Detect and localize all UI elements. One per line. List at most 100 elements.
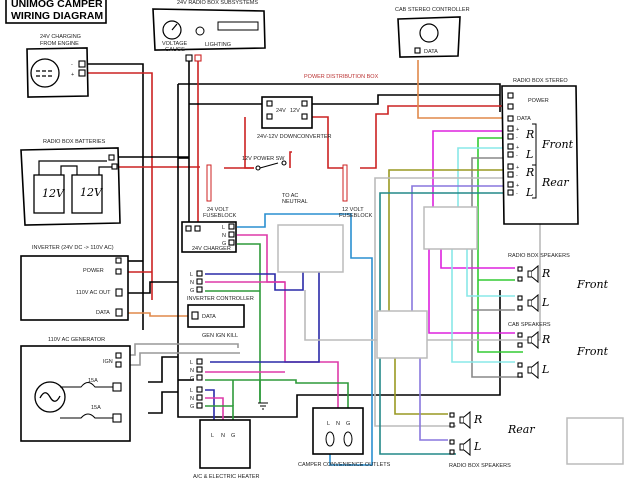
stereo-speaker-polarity: + — [516, 145, 519, 151]
radio-front-group-label: Front — [576, 278, 609, 291]
lng-terminal[interactable] — [228, 239, 235, 246]
stereo-speaker-terminal[interactable] — [507, 143, 514, 150]
lng-terminal[interactable] — [196, 366, 203, 373]
inverter-acout-plug[interactable] — [115, 288, 123, 297]
lng-terminal[interactable] — [196, 374, 203, 381]
subsystems-pos-terminal[interactable] — [194, 54, 202, 62]
to-ac-label-2: NEUTRAL — [282, 199, 308, 205]
stereo-speaker-terminal[interactable] — [507, 189, 514, 196]
lng-terminal[interactable] — [196, 278, 203, 285]
generator-outlet-1[interactable] — [112, 382, 122, 392]
stereo-speaker-terminal[interactable] — [507, 151, 514, 158]
speaker-cone — [531, 264, 539, 284]
charger-neg[interactable] — [185, 225, 192, 232]
batteries-pos-terminal[interactable] — [111, 163, 118, 170]
relay-legend — [566, 417, 624, 465]
outlet-socket-2[interactable] — [343, 431, 353, 447]
cab-controller-data-terminal[interactable] — [414, 47, 421, 54]
stereo-data-label: DATA — [517, 116, 531, 122]
stereo-data-terminal[interactable] — [507, 115, 514, 122]
distribution-label: POWER DISTRIBUTION BOX — [304, 74, 379, 80]
lng-terminal[interactable] — [196, 386, 203, 393]
charger-pos[interactable] — [194, 225, 201, 232]
speaker-pos-terminal[interactable] — [449, 439, 455, 445]
speaker-pos-terminal[interactable] — [517, 362, 523, 368]
charging-label-1: 24V CHARGING — [40, 34, 81, 40]
inverter-controller-data-terminal[interactable] — [191, 311, 199, 320]
speaker-neg-terminal[interactable] — [449, 449, 455, 455]
battery-pos-lead — [98, 166, 112, 175]
stereo-speaker-terminal[interactable] — [507, 125, 514, 132]
generator-ign-1[interactable] — [115, 352, 122, 359]
switch-contact-1[interactable] — [255, 165, 261, 171]
generator-outlet-2[interactable] — [112, 413, 122, 423]
charging-label-2: FROM ENGINE — [40, 41, 79, 47]
to-ac-label-1: TO AC — [282, 193, 298, 199]
lng-terminal[interactable] — [228, 223, 235, 230]
speaker-pos-terminal[interactable] — [517, 332, 523, 338]
lng-terminal[interactable] — [196, 394, 203, 401]
dc-out-neg[interactable] — [301, 100, 308, 107]
speaker-neg-terminal[interactable] — [449, 422, 455, 428]
stereo-front-label: Front — [541, 138, 574, 151]
inverter-data-terminal[interactable] — [115, 308, 123, 317]
speaker-neg-terminal[interactable] — [517, 276, 523, 282]
title-block: UNIMOG CAMPER WIRING DIAGRAM — [5, 0, 107, 24]
stereo-power-neg-terminal[interactable] — [507, 92, 514, 99]
dc-out-label: 12V — [290, 108, 300, 114]
rear-group-label: Rear — [507, 423, 535, 436]
charging-pos-terminal[interactable] — [78, 69, 86, 77]
power-switch-label: 12V POWER SW — [242, 156, 285, 162]
wire-inv-line — [205, 260, 304, 291]
lng-terminal[interactable] — [196, 270, 203, 277]
speaker-neg-terminal[interactable] — [517, 372, 523, 378]
inverter-pos-terminal[interactable] — [115, 268, 122, 275]
wire-front-r-pos — [432, 130, 515, 220]
wire-dist-top — [178, 83, 501, 112]
inverter-neg-terminal[interactable] — [115, 257, 122, 264]
stereo-front-l: L — [525, 148, 533, 161]
stereo-speaker-polarity: - — [516, 173, 518, 179]
dc-in-pos[interactable] — [266, 113, 273, 120]
stereo-brackets — [532, 123, 537, 199]
battery-jumpers — [38, 160, 107, 175]
wire-gen-l2 — [148, 391, 178, 414]
stereo-speaker-terminal[interactable] — [507, 171, 514, 178]
generator-ign-2[interactable] — [115, 361, 122, 368]
speaker-neg-terminal[interactable] — [517, 342, 523, 348]
lng-label: N — [222, 233, 226, 239]
stereo-power-pos-terminal[interactable] — [507, 103, 514, 110]
fuse12-label-1: 12 VOLT — [342, 207, 364, 213]
lng-label: N — [190, 368, 194, 374]
switch-lever[interactable] — [259, 162, 279, 169]
lng-label: G — [190, 288, 194, 294]
speaker-neg-terminal[interactable] — [517, 305, 523, 311]
dc-out-pos[interactable] — [301, 113, 308, 120]
dc-in-neg[interactable] — [266, 100, 273, 107]
stereo-speaker-terminal[interactable] — [507, 181, 514, 188]
lng-terminal[interactable] — [196, 286, 203, 293]
radio-box-subsystems: 24V RADIO BOX SUBSYSTEMS VOLTAGE GAUGE L… — [152, 0, 266, 62]
lighting-label: LIGHTING — [205, 42, 231, 48]
switch-contact-2[interactable] — [281, 160, 287, 166]
inverter: INVERTER (24V DC -> 110V AC) POWER 110V … — [20, 245, 129, 321]
speaker-pos-terminal[interactable] — [517, 266, 523, 272]
lng-terminal[interactable] — [196, 402, 203, 409]
stereo-speaker-terminal[interactable] — [507, 163, 514, 170]
speaker-pos-terminal[interactable] — [517, 295, 523, 301]
batteries-neg-terminal[interactable] — [108, 154, 115, 161]
lng-terminal[interactable] — [228, 231, 235, 238]
speaker-cone — [463, 437, 471, 457]
lamp-icon — [195, 26, 205, 36]
subsystems-neg-terminal[interactable] — [185, 54, 193, 62]
wire-rear-r-neg — [374, 177, 515, 427]
charging-neg-terminal[interactable] — [78, 60, 86, 68]
wire-gen-line — [210, 260, 320, 363]
wire-front-l-pos — [457, 147, 515, 220]
speaker-pos-terminal[interactable] — [449, 412, 455, 418]
outlet-socket-1[interactable] — [325, 431, 335, 447]
stereo-speaker-terminal[interactable] — [507, 133, 514, 140]
lng-terminal[interactable] — [196, 358, 203, 365]
